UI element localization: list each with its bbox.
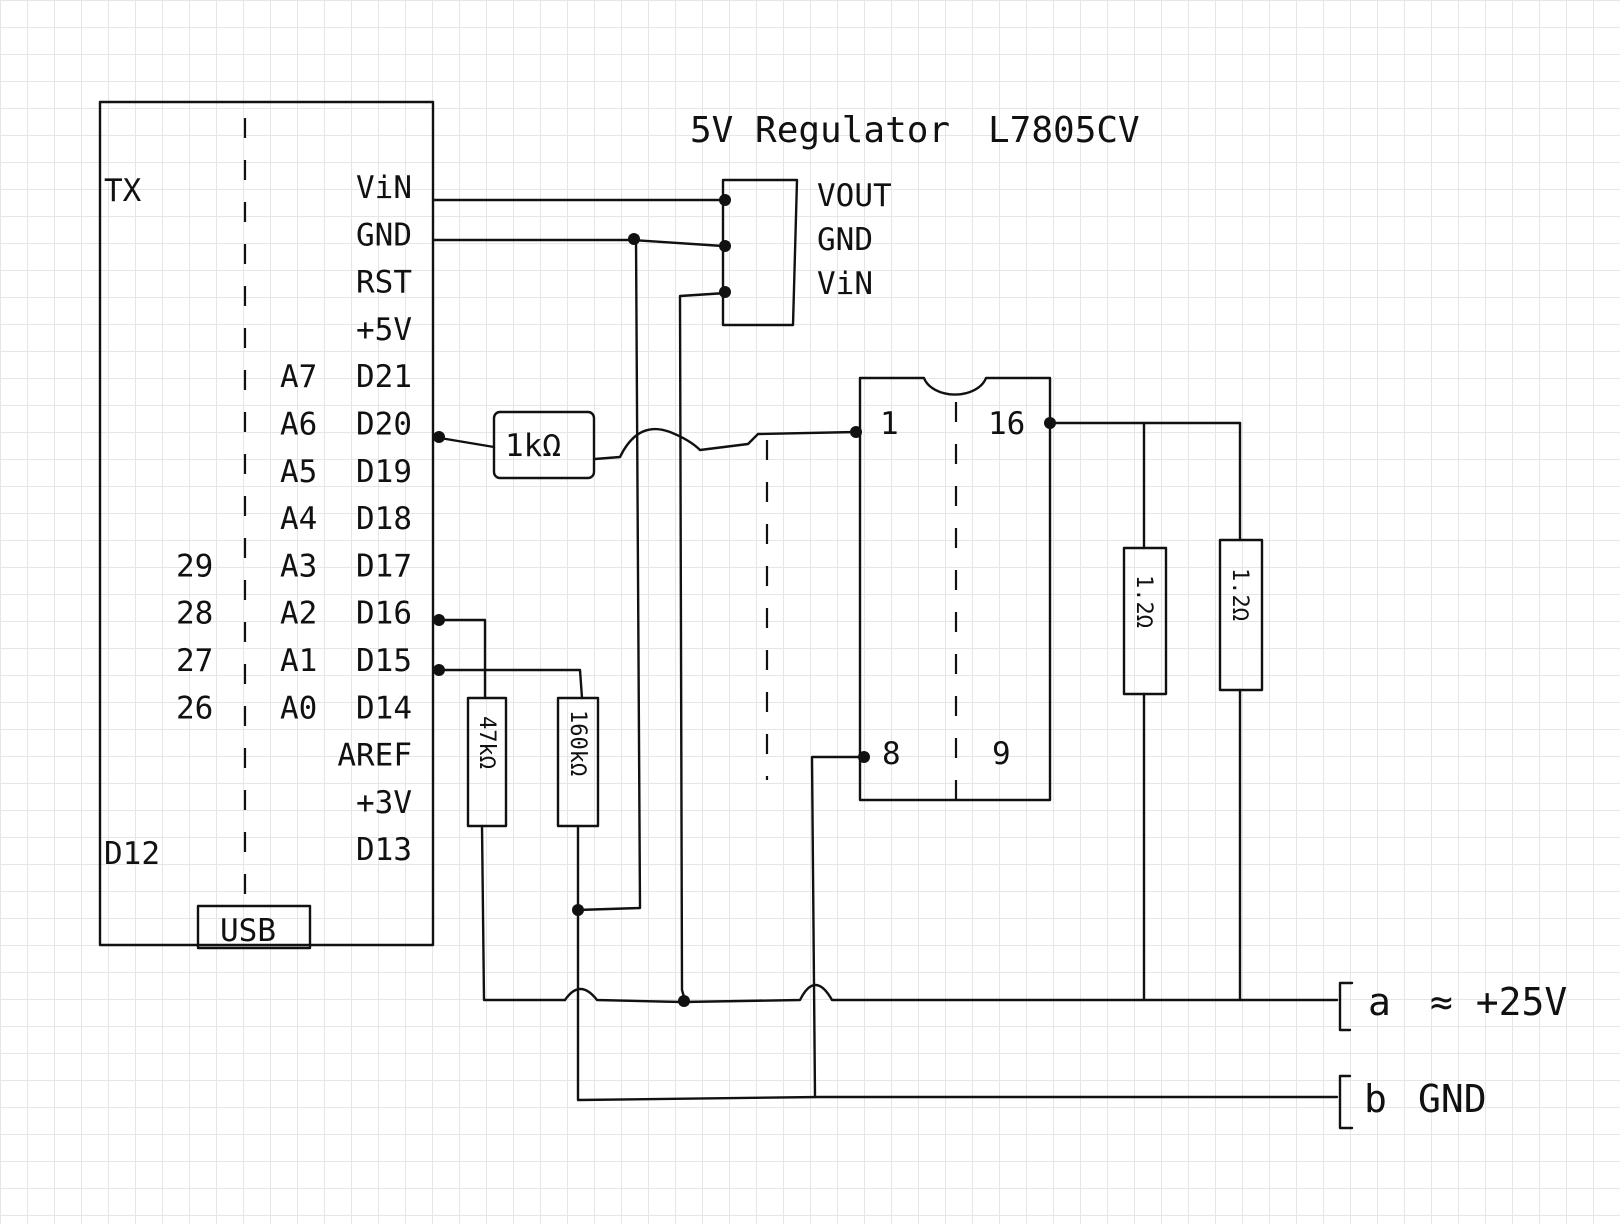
board-pin-d19: D19 xyxy=(356,454,412,490)
junction-ic-pin1 xyxy=(850,426,862,438)
board-pin-d13: D13 xyxy=(356,832,412,868)
regulator-pin-vout: VOUT xyxy=(817,178,892,214)
junction-divider-node xyxy=(572,904,584,916)
board-pin-gnd: GND xyxy=(356,217,412,253)
board-pin-rst: RST xyxy=(356,265,412,301)
board-analog-pin-a2: A2 xyxy=(280,596,317,632)
wire-r47k-to-rail xyxy=(480,824,567,1002)
ic-pin-8: 8 xyxy=(882,736,901,772)
resistor-160k: 160kΩ xyxy=(556,696,600,828)
usb-connector xyxy=(196,904,312,950)
regulator-body xyxy=(721,178,799,327)
board-side-numbers: 29 28 27 26 xyxy=(176,548,213,726)
junction-ic-pin8 xyxy=(858,751,870,763)
junction-gnd-branch xyxy=(628,233,640,245)
terminal-a-letter: a xyxy=(1368,980,1391,1024)
ic-body xyxy=(858,376,1052,802)
board-pin-d20: D20 xyxy=(356,407,412,443)
wire-reg-vin-to-rail xyxy=(678,291,728,1006)
junction-d15 xyxy=(433,664,445,676)
board-right-pins: ViN GND RST +5V D21D20D19D18D17D16D15D14AREF… xyxy=(337,170,412,868)
regulator-pin-vin: ViN xyxy=(817,266,873,302)
wire-r160k-to-gnd-rail xyxy=(576,824,1339,1102)
resistor-load-2: 1.2Ω xyxy=(1218,538,1264,692)
wire-d15-to-r160k xyxy=(438,668,584,700)
resistor-1k: 1kΩ xyxy=(492,410,596,480)
board-pin-d14: D14 xyxy=(356,690,412,726)
resistor-47k-label: 47kΩ xyxy=(474,716,499,769)
board-pin-d15: D15 xyxy=(356,643,412,679)
board-side-number-29: 29 xyxy=(176,548,213,584)
board-pin-3v: +3V xyxy=(356,785,412,821)
board-outline xyxy=(98,100,435,947)
board-side-number-28: 28 xyxy=(176,596,213,632)
board-pin-d21: D21 xyxy=(356,359,412,395)
board-pin-vin: ViN xyxy=(356,170,412,206)
junction-reg-gnd xyxy=(719,240,731,252)
board-analog-pin-a0: A0 xyxy=(280,690,317,726)
junction-d16 xyxy=(433,614,445,626)
board-pin-d16: D16 xyxy=(356,596,412,632)
ic-pin-1: 1 xyxy=(880,406,899,442)
junction-ic-pin16 xyxy=(1044,417,1056,429)
wire-d20-to-r1k xyxy=(438,436,496,449)
board-label-d12: D12 xyxy=(104,836,160,872)
junction-dots xyxy=(433,194,1056,1007)
board-pin-5v: +5V xyxy=(356,312,412,348)
board-analog-pin-a6: A6 xyxy=(280,407,317,443)
board-pin-d17: D17 xyxy=(356,548,412,584)
wire-ic-pin8-to-gnd xyxy=(810,755,866,1099)
junction-d20 xyxy=(433,431,445,443)
terminal-b-letter: b xyxy=(1364,1077,1387,1121)
board-label-tx: TX xyxy=(104,173,142,209)
wire-gnd-down xyxy=(575,236,642,912)
junction-reg-vout xyxy=(719,194,731,206)
wire-gnd-to-reg-gnd xyxy=(431,238,725,248)
wire-r1k-to-ic-pin1 xyxy=(593,427,858,461)
wire-plus25-rail xyxy=(563,983,1339,1004)
resistor-load-1: 1.2Ω xyxy=(1122,546,1168,696)
terminal-b-label: GND xyxy=(1418,1077,1487,1121)
resistors: 1kΩ 47kΩ 160kΩ 1.2Ω 1.2Ω xyxy=(466,410,1264,828)
regulator-pin-gnd: GND xyxy=(817,222,873,258)
board-side-number-26: 26 xyxy=(176,690,213,726)
board-analog-pin-a5: A5 xyxy=(280,454,317,490)
resistor-47k: 47kΩ xyxy=(466,696,508,828)
usb-label: USB xyxy=(220,913,276,949)
wires xyxy=(431,198,1339,1102)
regulator-part: L7805CV xyxy=(988,110,1140,151)
microcontroller-board: TX D12 ViN GND RST +5V D21D20D19D18D17D16D15… xyxy=(98,100,435,950)
board-analog-pin-a4: A4 xyxy=(280,501,317,537)
board-analog-pin-a1: A1 xyxy=(280,643,317,679)
board-analog-pin-a3: A3 xyxy=(280,548,317,584)
terminal-a-bracket xyxy=(1338,981,1354,1032)
resistor-1k-label: 1kΩ xyxy=(505,428,561,464)
regulator-title: 5V Regulator xyxy=(690,110,950,151)
board-pin-aref: AREF xyxy=(337,738,412,774)
resistor-load-1-label: 1.2Ω xyxy=(1131,575,1156,628)
voltage-regulator: 5V Regulator L7805CV VOUT GND ViN xyxy=(690,110,1140,327)
resistor-160k-label: 160kΩ xyxy=(565,710,590,776)
board-pin-d18: D18 xyxy=(356,501,412,537)
ic-pin-9: 9 xyxy=(992,736,1011,772)
terminal-b-bracket xyxy=(1338,1074,1354,1130)
terminals: a ≈ +25V b GND xyxy=(1338,980,1567,1130)
board-side-number-27: 27 xyxy=(176,643,213,679)
junction-reg-vin xyxy=(719,286,731,298)
junction-rail-vin xyxy=(678,995,690,1007)
terminal-a-label: ≈ +25V xyxy=(1430,980,1567,1024)
board-analog-pin-a7: A7 xyxy=(280,359,317,395)
ic-pin-16: 16 xyxy=(988,406,1025,442)
wire-d16-to-r47k xyxy=(438,618,487,700)
resistor-load-2-label: 1.2Ω xyxy=(1227,568,1252,621)
ic-16pin: 1 16 8 9 xyxy=(858,376,1052,810)
